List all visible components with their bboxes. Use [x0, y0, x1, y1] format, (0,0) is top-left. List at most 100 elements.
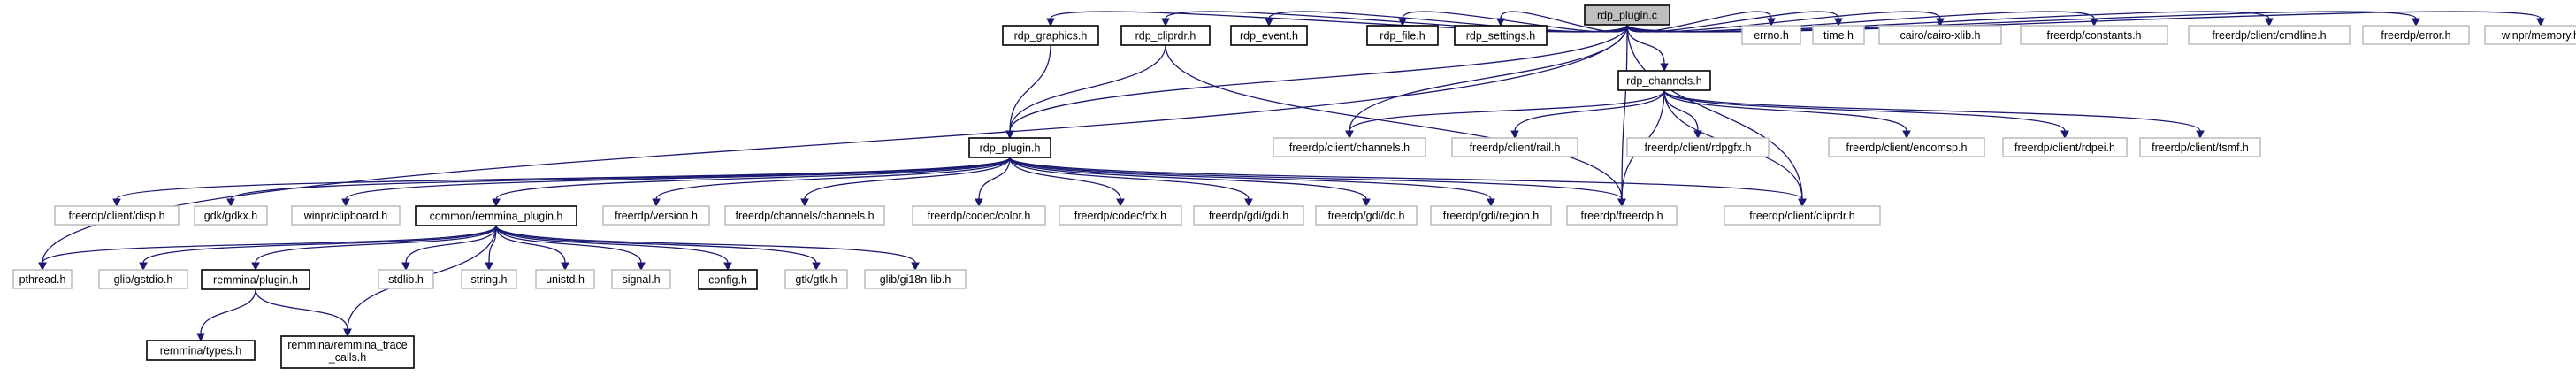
- node-box: [12, 269, 73, 289]
- edge-common-remmina-plugin-h-to-gtk-gtk-h: [495, 225, 821, 272]
- node-gtk-gtk-h[interactable]: gtk/gtk.h: [784, 269, 848, 289]
- edge-rdp-plugin-h-to-common-remmina-plugin-h: [492, 157, 1011, 208]
- node-label: freerdp/error.h: [2381, 29, 2450, 42]
- node-config-h[interactable]: config.h: [698, 269, 758, 290]
- node-label: gtk/gtk.h: [795, 273, 837, 286]
- node-common-remmina-plugin-h[interactable]: common/remmina_plugin.h: [415, 205, 577, 226]
- node-freerdp-codec-color-h[interactable]: freerdp/codec/color.h: [912, 205, 1046, 226]
- node-errno-h[interactable]: errno.h: [1741, 25, 1801, 45]
- node-signal-h[interactable]: signal.h: [611, 269, 671, 289]
- node-label: rdp_channels.h: [1626, 75, 1702, 88]
- node-box: [1724, 205, 1881, 226]
- node-freerdp-client-disp-h[interactable]: freerdp/client/disp.h: [54, 205, 180, 226]
- node-unistd-h[interactable]: unistd.h: [535, 269, 595, 289]
- node-box: [1315, 205, 1418, 226]
- node-glib-gi18n-lib-h[interactable]: glib/gi18n-lib.h: [864, 269, 967, 289]
- node-pthread-h[interactable]: pthread.h: [12, 269, 73, 289]
- node-rdp-event-h[interactable]: rdp_event.h: [1230, 25, 1308, 46]
- edge-rdp-plugin-h-to-freerdp-codec-rfx-h: [1009, 157, 1125, 208]
- edge-rdp-plugin-h-to-freerdp-gdi-dc-h: [1009, 157, 1371, 208]
- edge-rdp-channels-h-to-freerdp-client-rail-h: [1510, 89, 1665, 140]
- node-freerdp-error-h[interactable]: freerdp/error.h: [2362, 25, 2470, 45]
- node-stdlib-h[interactable]: stdlib.h: [378, 269, 434, 289]
- node-box: [54, 205, 180, 226]
- node-box: [378, 269, 434, 289]
- edge-rdp-plugin-h-to-freerdp-client-cliprdr-h: [1009, 157, 1807, 208]
- node-label: errno.h: [1754, 29, 1789, 42]
- node-freerdp-codec-rfx-h[interactable]: freerdp/codec/rfx.h: [1059, 205, 1182, 226]
- node-label: rdp_plugin.h: [980, 142, 1041, 155]
- node-label: signal.h: [622, 273, 660, 286]
- node-freerdp-client-channels-h[interactable]: freerdp/client/channels.h: [1273, 137, 1426, 157]
- node-winpr-memory-h[interactable]: winpr/memory.h: [2484, 25, 2576, 45]
- node-rdp-graphics-h[interactable]: rdp_graphics.h: [1002, 25, 1099, 46]
- node-label: freerdp/version.h: [615, 210, 698, 222]
- node-label: freerdp/gdi/gdi.h: [1209, 210, 1288, 222]
- node-freerdp-gdi-region-h[interactable]: freerdp/gdi/region.h: [1430, 205, 1552, 226]
- node-rdp-file-h[interactable]: rdp_file.h: [1366, 25, 1439, 46]
- node-freerdp-channels-channels-h[interactable]: freerdp/channels/channels.h: [724, 205, 885, 226]
- node-rdp-cliprdr-h[interactable]: rdp_cliprdr.h: [1120, 25, 1211, 46]
- node-freerdp-freerdp-h[interactable]: freerdp/freerdp.h: [1566, 205, 1678, 226]
- node-string-h[interactable]: string.h: [461, 269, 517, 289]
- node-remmina-types-h[interactable]: remmina/types.h: [146, 340, 256, 361]
- edge-common-remmina-plugin-h-to-signal-h: [495, 225, 646, 272]
- node-box: [1878, 25, 2002, 45]
- node-freerdp-client-cmdline-h[interactable]: freerdp/client/cmdline.h: [2188, 25, 2351, 45]
- node-freerdp-client-rail-h[interactable]: freerdp/client/rail.h: [1451, 137, 1578, 157]
- node-box: [784, 269, 848, 289]
- edge-rdp-plugin-h-to-freerdp-version-h: [652, 157, 1011, 208]
- node-label: rdp_settings.h: [1466, 30, 1536, 42]
- node-remmina-plugin-h[interactable]: remmina/plugin.h: [201, 269, 310, 290]
- node-label: cairo/cairo-xlib.h: [1900, 29, 1980, 42]
- node-rdp-settings-h[interactable]: rdp_settings.h: [1454, 25, 1548, 46]
- node-cairo-xlib-h[interactable]: cairo/cairo-xlib.h: [1878, 25, 2002, 45]
- node-box: [2188, 25, 2351, 45]
- node-label: freerdp/client/cmdline.h: [2212, 29, 2326, 42]
- node-time-h[interactable]: time.h: [1812, 25, 1865, 45]
- edge-rdp-plugin-c-to-errno-h: [1626, 11, 1776, 33]
- node-remmina-trace-calls-h[interactable]: remmina/remmina_trace_calls.h: [280, 335, 415, 369]
- node-freerdp-client-cliprdr-h[interactable]: freerdp/client/cliprdr.h: [1724, 205, 1881, 226]
- node-label: freerdp/gdi/dc.h: [1328, 210, 1405, 222]
- node-gdk-gdkx-h[interactable]: gdk/gdkx.h: [194, 205, 268, 226]
- edge-rdp-plugin-c-to-winpr-memory-h: [1626, 11, 2545, 33]
- node-glib-gstdio-h[interactable]: glib/gstdio.h: [98, 269, 188, 289]
- edge-rdp-channels-h-to-freerdp-client-rdpei-h: [1663, 89, 2069, 140]
- node-freerdp-version-h[interactable]: freerdp/version.h: [602, 205, 710, 226]
- node-box: [1626, 137, 1770, 157]
- edge-rdp-plugin-h-to-gdk-gdkx-h: [226, 157, 1011, 208]
- node-label: freerdp/codec/color.h: [928, 210, 1031, 222]
- node-freerdp-client-rdpgfx-h[interactable]: freerdp/client/rdpgfx.h: [1626, 137, 1770, 157]
- edge-rdp-plugin-h-to-freerdp-freerdp-h: [1009, 157, 1626, 208]
- node-label: freerdp/client/rail.h: [1470, 142, 1561, 154]
- node-label: freerdp/gdi/region.h: [1443, 210, 1539, 222]
- node-winpr-clipboard-h[interactable]: winpr/clipboard.h: [291, 205, 401, 226]
- node-label: pthread.h: [19, 273, 66, 286]
- edge-common-remmina-plugin-h-to-config-h: [495, 225, 732, 272]
- node-box: [461, 269, 517, 289]
- node-freerdp-gdi-gdi-h[interactable]: freerdp/gdi/gdi.h: [1193, 205, 1304, 226]
- node-rdp-channels-h[interactable]: rdp_channels.h: [1617, 70, 1711, 91]
- edge-common-remmina-plugin-h-to-glib-gstdio-h: [139, 225, 497, 272]
- node-box: [2139, 137, 2261, 157]
- node-freerdp-gdi-dc-h[interactable]: freerdp/gdi/dc.h: [1315, 205, 1418, 226]
- node-freerdp-client-encomsp-h[interactable]: freerdp/client/encomsp.h: [1828, 137, 1985, 157]
- node-freerdp-constants-h[interactable]: freerdp/constants.h: [2020, 25, 2168, 45]
- node-box: [201, 269, 310, 290]
- node-box: [602, 205, 710, 226]
- node-label: rdp_file.h: [1380, 30, 1425, 42]
- graph-edges: [38, 11, 2545, 342]
- node-freerdp-client-tsmf-h[interactable]: freerdp/client/tsmf.h: [2139, 137, 2261, 157]
- node-box: [1120, 25, 1211, 46]
- node-box: [2002, 137, 2128, 157]
- node-label: common/remmina_plugin.h: [430, 211, 563, 223]
- node-rdp-plugin-h[interactable]: rdp_plugin.h: [968, 137, 1051, 158]
- node-label: stdlib.h: [388, 273, 424, 286]
- node-label: winpr/memory.h: [2501, 29, 2576, 42]
- node-label: freerdp/client/rdpgfx.h: [1645, 142, 1752, 154]
- node-box: [1566, 205, 1678, 226]
- node-freerdp-client-rdpei-h[interactable]: freerdp/client/rdpei.h: [2002, 137, 2128, 157]
- node-box: [1002, 25, 1099, 46]
- node-box: [968, 137, 1051, 158]
